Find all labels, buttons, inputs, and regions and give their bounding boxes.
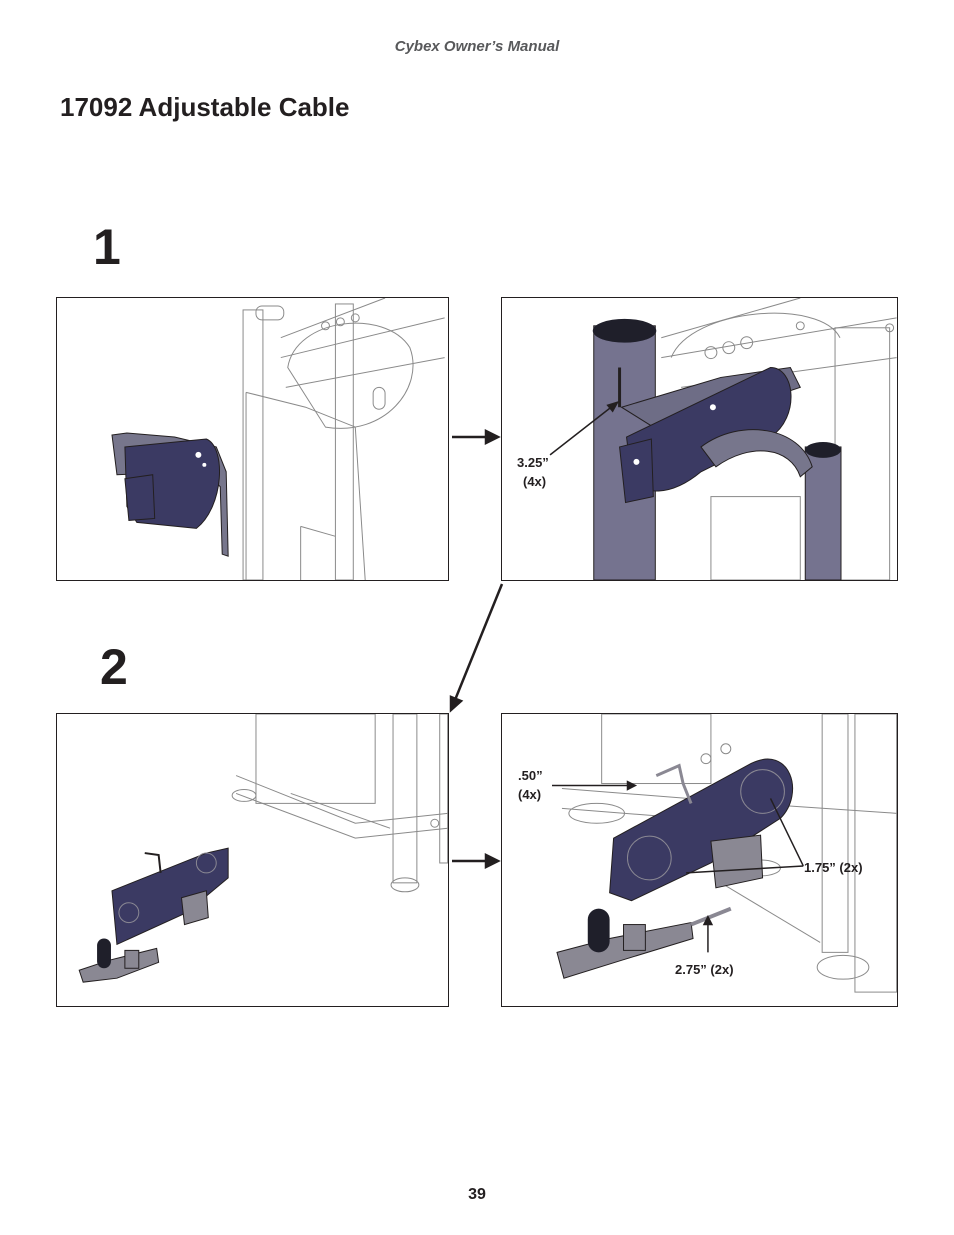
callout-bolt-qty-3-25: (4x)	[523, 474, 547, 489]
frame-illustration	[78, 714, 448, 983]
step-number-2: 2	[100, 639, 128, 695]
diagram-step2-before	[56, 713, 449, 1007]
arrow-1b-to-2a	[453, 583, 504, 701]
frame-illustration	[111, 298, 445, 580]
cable-arm-assembly	[618, 366, 813, 504]
page-number: 39	[468, 1186, 486, 1203]
frame-illustration	[552, 714, 897, 993]
diagram-step1-before	[56, 297, 449, 581]
callout-bolt-length-3-25: 3.25”	[517, 455, 549, 470]
callout-bolt-length-0-50: .50”	[518, 768, 543, 783]
callout-bolt-2-75: 2.75” (2x)	[675, 962, 734, 977]
pulley-carriage-assembly	[78, 847, 229, 983]
page-title: 17092 Adjustable Cable	[60, 92, 350, 122]
frame-illustration	[549, 298, 897, 580]
callout-bolt-qty-0-50: (4x)	[518, 787, 542, 802]
cable-arm-assembly	[111, 432, 229, 557]
callout-bolt-1-75: 1.75” (2x)	[804, 860, 863, 875]
diagram-step1-after	[501, 297, 898, 581]
pulley-carriage-assembly	[556, 758, 794, 979]
step-number-1: 1	[93, 219, 121, 275]
manual-header: Cybex Owner’s Manual	[394, 38, 560, 55]
diagram-step2-after	[501, 713, 898, 1007]
